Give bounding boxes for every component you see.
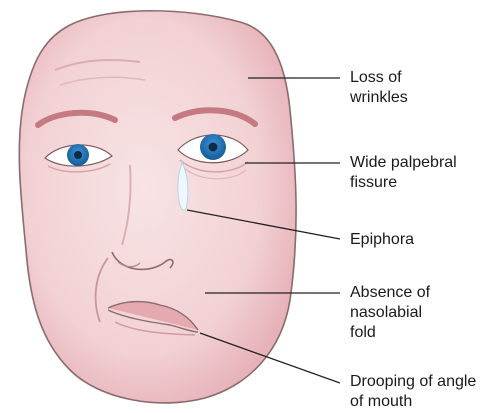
face-outline (19, 11, 296, 403)
label-line: wrinkles (350, 88, 408, 108)
label-line: Absence of (350, 283, 430, 303)
label-line: fissure (350, 173, 457, 193)
label-wide-palpebral-fissure: Wide palpebral fissure (350, 153, 457, 193)
right-pupil (209, 143, 218, 152)
label-loss-of-wrinkles: Loss of wrinkles (350, 68, 408, 108)
label-line: Wide palpebral (350, 153, 457, 173)
label-absence-of-nasolabial-fold: Absence of nasolabial fold (350, 283, 430, 343)
label-line: fold (350, 323, 430, 343)
label-line: Loss of (350, 68, 408, 88)
label-line: Drooping of angle (350, 372, 476, 392)
left-pupil (74, 151, 82, 159)
label-epiphora: Epiphora (350, 230, 414, 250)
label-line: of mouth (350, 392, 476, 412)
label-line: nasolabial (350, 303, 430, 323)
label-line: Epiphora (350, 230, 414, 250)
label-drooping-of-angle-of-mouth: Drooping of angle of mouth (350, 372, 476, 412)
